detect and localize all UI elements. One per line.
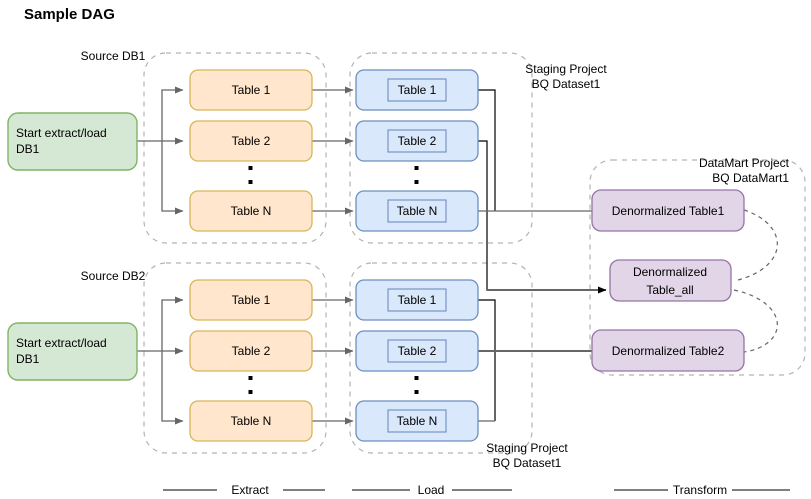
node-label-line1: Denormalized <box>633 265 707 279</box>
node-label-line2: DB1 <box>16 352 40 366</box>
ellipsis-load-top <box>414 166 419 184</box>
node-label: Table N <box>231 204 272 218</box>
node-load-top-0[interactable]: Table 1 <box>355 69 479 111</box>
node-label: Table 2 <box>232 134 271 148</box>
group-source-db2 <box>143 262 327 454</box>
node-label: Table N <box>397 204 438 218</box>
node-start-db1[interactable]: Start extract/load DB1 <box>7 112 138 171</box>
node-extract-top-2[interactable]: Table N <box>189 190 313 232</box>
ellipsis-load-bottom <box>414 376 419 394</box>
node-start-db2[interactable]: Start extract/load DB1 <box>7 322 138 381</box>
label-datamart-1: DataMart Project <box>699 156 790 170</box>
node-label: Table 2 <box>232 344 271 358</box>
edges-extract-to-load-top <box>312 86 354 215</box>
node-label-line1: Start extract/load <box>16 126 107 140</box>
node-extract-bottom-0[interactable]: Table 1 <box>189 279 313 321</box>
edges-datamart-dashed <box>733 209 778 353</box>
label-staging-top-2: BQ Dataset1 <box>532 77 601 91</box>
label-datamart-2: BQ DataMart1 <box>712 171 789 185</box>
group-staging-bottom <box>349 262 533 454</box>
group-datamart <box>589 159 806 376</box>
label-staging-bottom-2: BQ Dataset1 <box>493 456 562 470</box>
node-label: Table N <box>397 414 438 428</box>
node-label: Table 1 <box>232 293 271 307</box>
node-load-top-1[interactable]: Table 2 <box>355 120 479 162</box>
page-title: Sample DAG <box>24 6 115 23</box>
node-label: Table 1 <box>398 293 437 307</box>
node-extract-bottom-1[interactable]: Table 2 <box>189 330 313 372</box>
node-denorm-table2[interactable]: Denormalized Table2 <box>591 329 745 372</box>
node-denorm-table-all[interactable]: Denormalized Table_all <box>609 259 732 302</box>
node-label: Table N <box>231 414 272 428</box>
edges-load-bottom-to-transform <box>478 299 496 421</box>
ellipsis-extract-bottom <box>248 376 253 394</box>
edges-extract-to-load-bottom <box>312 296 354 425</box>
phase-load: Load <box>352 483 512 497</box>
node-label: Denormalized Table1 <box>612 204 725 218</box>
phase-label: Extract <box>231 483 269 497</box>
label-source-db1: Source DB1 <box>81 49 146 63</box>
edges-load-top-to-transform <box>478 89 600 291</box>
group-source-db1 <box>143 52 327 244</box>
ellipsis-extract-top <box>248 166 253 184</box>
node-label-line2: Table_all <box>646 283 693 297</box>
node-load-top-2[interactable]: Table N <box>355 190 479 232</box>
node-extract-top-0[interactable]: Table 1 <box>189 69 313 111</box>
node-label: Denormalized Table2 <box>612 344 725 358</box>
node-label: Table 1 <box>398 83 437 97</box>
node-load-bottom-0[interactable]: Table 1 <box>355 279 479 321</box>
phase-label: Load <box>418 483 445 497</box>
node-label: Table 2 <box>398 134 437 148</box>
node-label: Table 2 <box>398 344 437 358</box>
node-label-line1: Start extract/load <box>16 336 107 350</box>
node-extract-bottom-2[interactable]: Table N <box>189 400 313 442</box>
node-extract-top-1[interactable]: Table 2 <box>189 120 313 162</box>
group-staging-top <box>349 52 533 244</box>
node-load-bottom-2[interactable]: Table N <box>355 400 479 442</box>
node-label-line2: DB1 <box>16 142 40 156</box>
phase-label: Transform <box>673 483 727 497</box>
label-source-db2: Source DB2 <box>81 269 146 283</box>
label-staging-bottom-1: Staging Project <box>486 441 568 455</box>
phase-transform: Transform <box>614 483 790 497</box>
node-denorm-table1[interactable]: Denormalized Table1 <box>591 189 745 232</box>
node-label: Table 1 <box>232 83 271 97</box>
edges-extract-top <box>137 86 184 215</box>
node-load-bottom-1[interactable]: Table 2 <box>355 330 479 372</box>
edges-extract-bottom <box>137 296 184 425</box>
phase-extract: Extract <box>163 483 325 497</box>
label-staging-top-1: Staging Project <box>525 62 607 76</box>
